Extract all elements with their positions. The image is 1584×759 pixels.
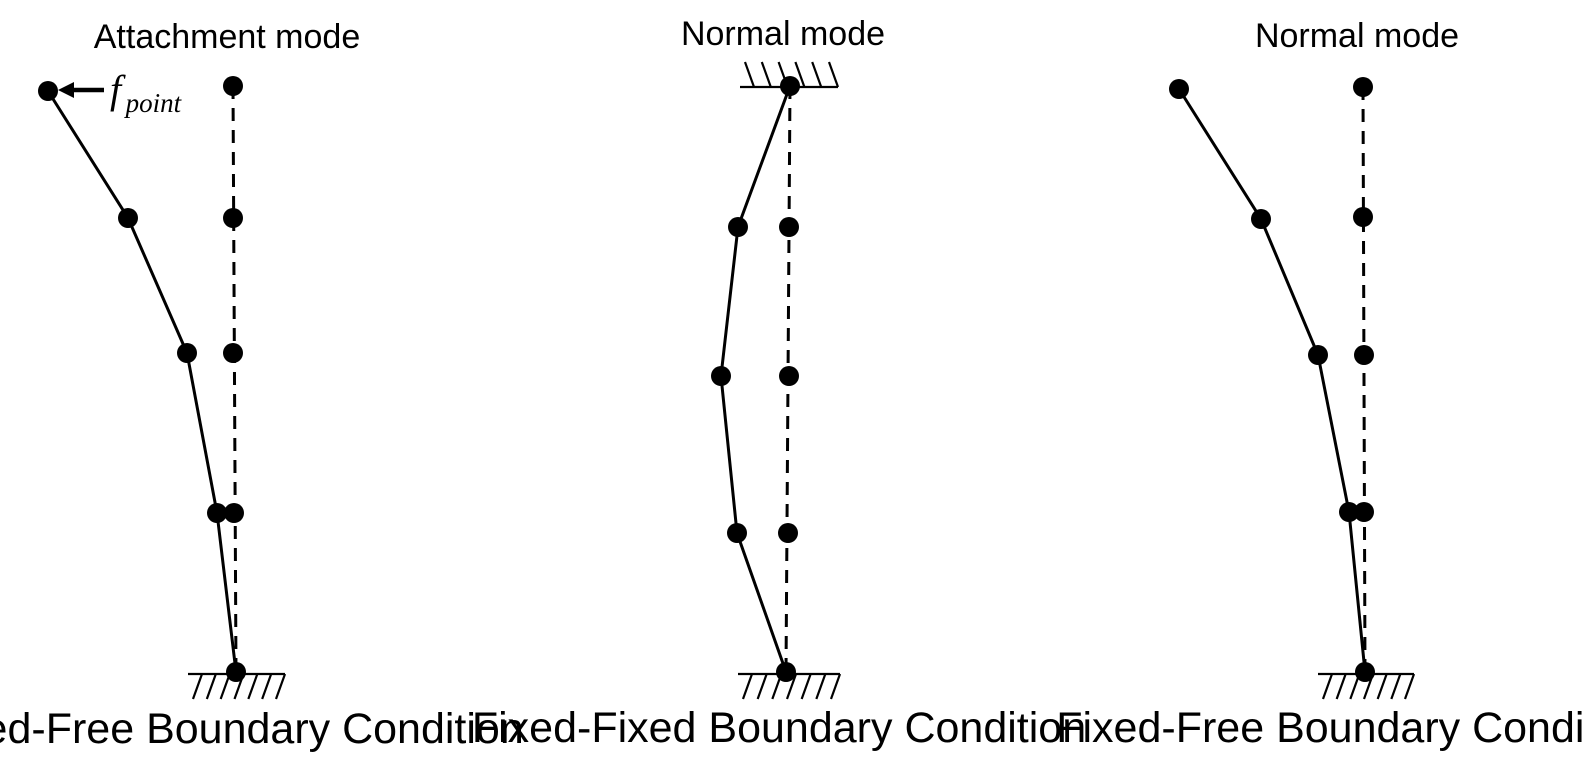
mode-node-dot bbox=[118, 208, 138, 228]
hatch-mark bbox=[743, 61, 756, 88]
mode-node-dot bbox=[728, 217, 748, 237]
undeformed-node-dot bbox=[224, 503, 244, 523]
hatch-mark bbox=[794, 61, 806, 88]
caption-fixed-free-right: Fixed-Free Boundary Condition bbox=[1056, 704, 1584, 752]
undeformed-node-dot bbox=[778, 523, 798, 543]
undeformed-node-dot bbox=[223, 208, 243, 228]
mode-node-dot bbox=[1339, 502, 1359, 522]
hatch-mark bbox=[247, 673, 259, 700]
hatch-mark bbox=[261, 673, 273, 700]
panel-title-attachment-mode: Attachment mode bbox=[94, 18, 360, 56]
hatch-mark bbox=[1403, 673, 1416, 700]
panel-1 bbox=[711, 61, 842, 700]
mode-node-dot bbox=[207, 503, 227, 523]
undeformed-node-dot bbox=[779, 217, 799, 237]
force-point-label: f point bbox=[110, 67, 183, 118]
force-arrow bbox=[58, 82, 104, 98]
hatch-mark bbox=[785, 673, 798, 700]
caption-fixed-fixed: Fixed-Fixed Boundary Condition bbox=[472, 704, 1086, 752]
hatch-mark bbox=[756, 673, 768, 700]
hatch-mark bbox=[827, 61, 840, 88]
mode-node-dot bbox=[711, 366, 731, 386]
force-label-subscript: point bbox=[124, 88, 183, 118]
hatch-mark bbox=[815, 673, 827, 700]
undeformed-axis-line bbox=[1361, 86, 1367, 673]
mode-node-dot bbox=[1169, 79, 1189, 99]
undeformed-node-dot bbox=[223, 343, 243, 363]
hatch-mark bbox=[829, 673, 842, 700]
diagram-layer bbox=[38, 61, 1416, 700]
mode-node-dot bbox=[38, 81, 58, 101]
hatch-mark bbox=[274, 673, 287, 700]
panel-title-normal-mode-right: Normal mode bbox=[1255, 17, 1459, 55]
mode-node-dot bbox=[1251, 209, 1271, 229]
mode-node-dot bbox=[1355, 662, 1375, 682]
mode-node-dot bbox=[226, 662, 246, 682]
undeformed-node-dot bbox=[779, 366, 799, 386]
hatch-mark bbox=[800, 673, 812, 700]
undeformed-node-dot bbox=[1353, 77, 1373, 97]
mode-node-dot bbox=[1308, 345, 1328, 365]
panel-2 bbox=[1169, 77, 1416, 700]
hatch-mark bbox=[760, 61, 772, 88]
force-arrow-head bbox=[58, 82, 74, 98]
hatch-mark bbox=[205, 673, 217, 700]
force-label-symbol: f bbox=[110, 67, 126, 112]
hatch-mark bbox=[1390, 673, 1402, 700]
caption-fixed-free-left: Fixed-Free Boundary Condition bbox=[0, 705, 524, 753]
hatch-mark bbox=[1321, 673, 1334, 700]
undeformed-node-dot bbox=[1353, 207, 1373, 227]
mode-node-dot bbox=[776, 662, 796, 682]
hatch-mark bbox=[1376, 673, 1388, 700]
mode-node-dot bbox=[780, 76, 800, 96]
hatch-mark bbox=[1335, 673, 1347, 700]
mode-node-dot bbox=[727, 523, 747, 543]
undeformed-axis-line bbox=[231, 85, 238, 673]
mode-node-dot bbox=[177, 343, 197, 363]
panel-title-normal-mode-middle: Normal mode bbox=[681, 15, 885, 53]
mode-shape-curve bbox=[46, 90, 238, 673]
hatch-mark bbox=[811, 61, 823, 88]
undeformed-node-dot bbox=[1354, 345, 1374, 365]
mode-shape-curve bbox=[1177, 88, 1367, 673]
panel-0 bbox=[38, 76, 287, 700]
hatch-mark bbox=[191, 673, 204, 700]
undeformed-node-dot bbox=[223, 76, 243, 96]
undeformed-node-dot bbox=[1354, 502, 1374, 522]
hatch-mark bbox=[741, 673, 754, 700]
